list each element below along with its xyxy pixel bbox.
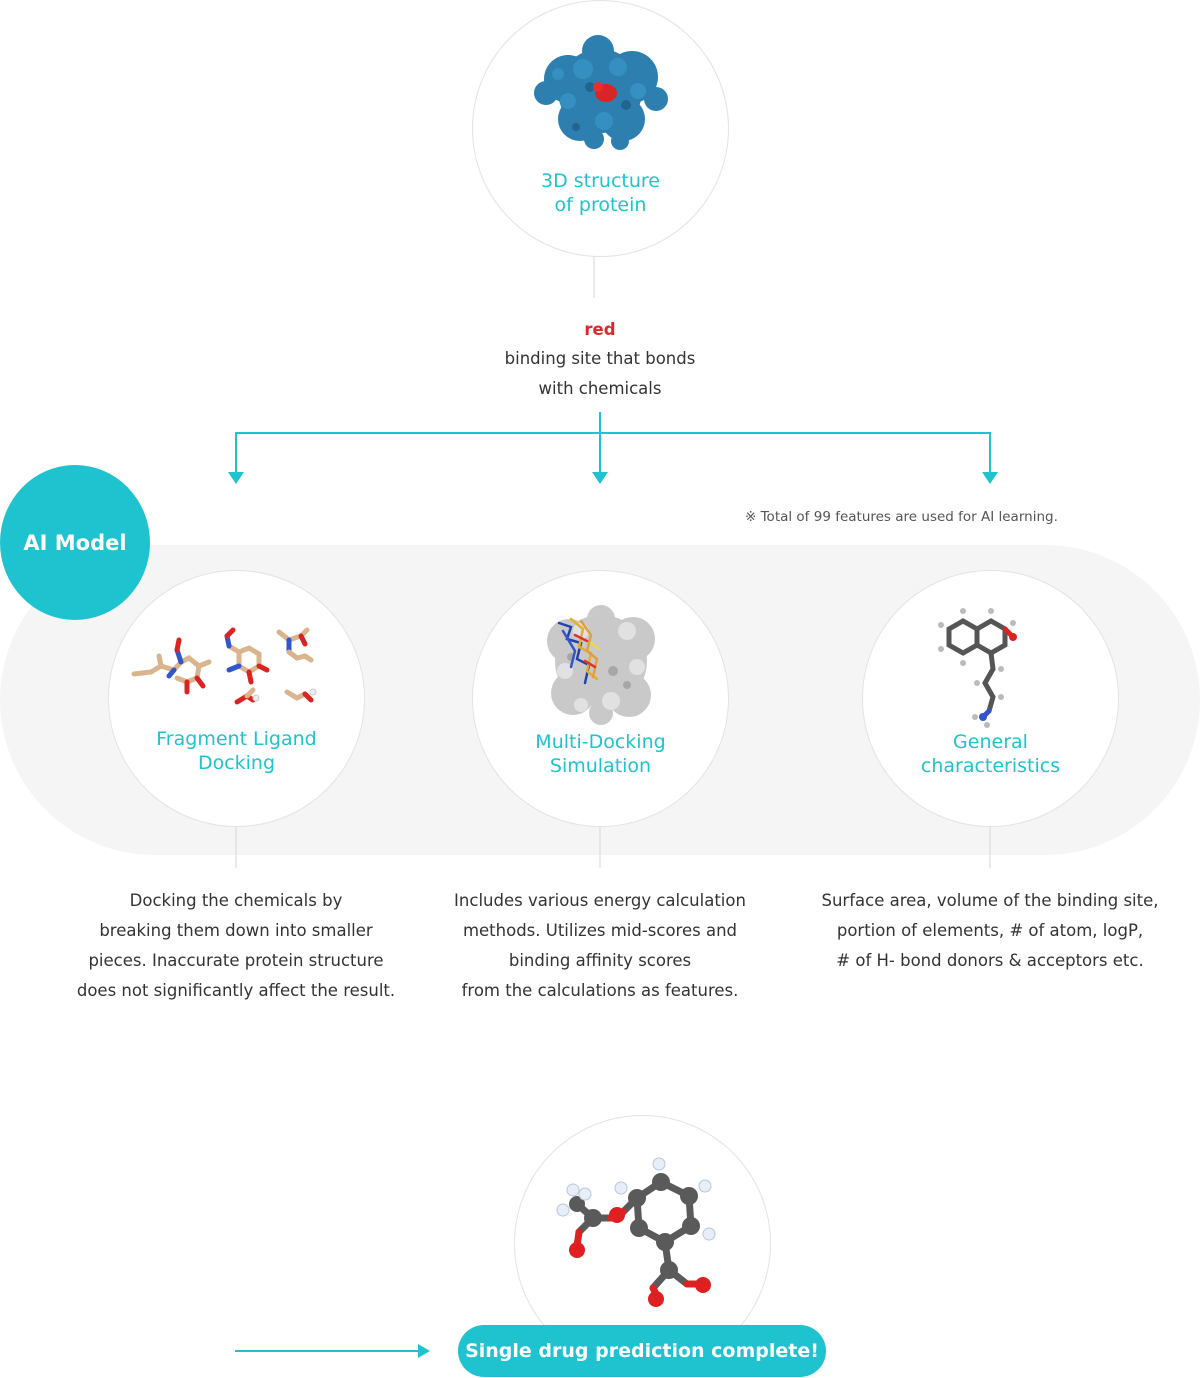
docking-simulation-icon [547,605,655,725]
ai-model-badge: AI Model [0,465,150,620]
arrow-down-icon [592,472,608,484]
protein-structure-icon [534,35,668,150]
features-footnote: ※ Total of 99 features are used for AI l… [745,509,1058,525]
arrow-down-icon [982,472,998,484]
arrow-right-icon [418,1344,430,1358]
protein-circle: 3D structure of protein [472,0,729,257]
protein-title: 3D structure of protein [541,170,660,216]
multi-docking-circle: Multi-Docking Simulation [472,570,729,827]
arrow-down-icon [228,472,244,484]
molecule-structure-icon [938,608,1017,728]
aspirin-molecule-icon [556,1157,716,1307]
ligand-fragments-icon [131,627,317,705]
general-characteristics-title: General characteristics [920,731,1061,777]
binding-site-note: binding site that bonds with chemicals [504,349,696,398]
fragment-docking-circle: Fragment Ligand Docking [108,570,365,827]
multi-docking-description: Includes various energy calculation meth… [454,891,746,1000]
fragment-docking-title: Fragment Ligand Docking [156,728,317,774]
red-label: red [584,320,616,339]
multi-docking-title: Multi-Docking Simulation [535,731,666,777]
general-characteristics-description: Surface area, volume of the binding site… [821,891,1159,970]
general-characteristics-circle: General characteristics [862,570,1119,827]
prediction-complete-button[interactable]: Single drug prediction complete! [458,1325,826,1377]
fragment-docking-description: Docking the chemicals by breaking them d… [76,891,396,1000]
